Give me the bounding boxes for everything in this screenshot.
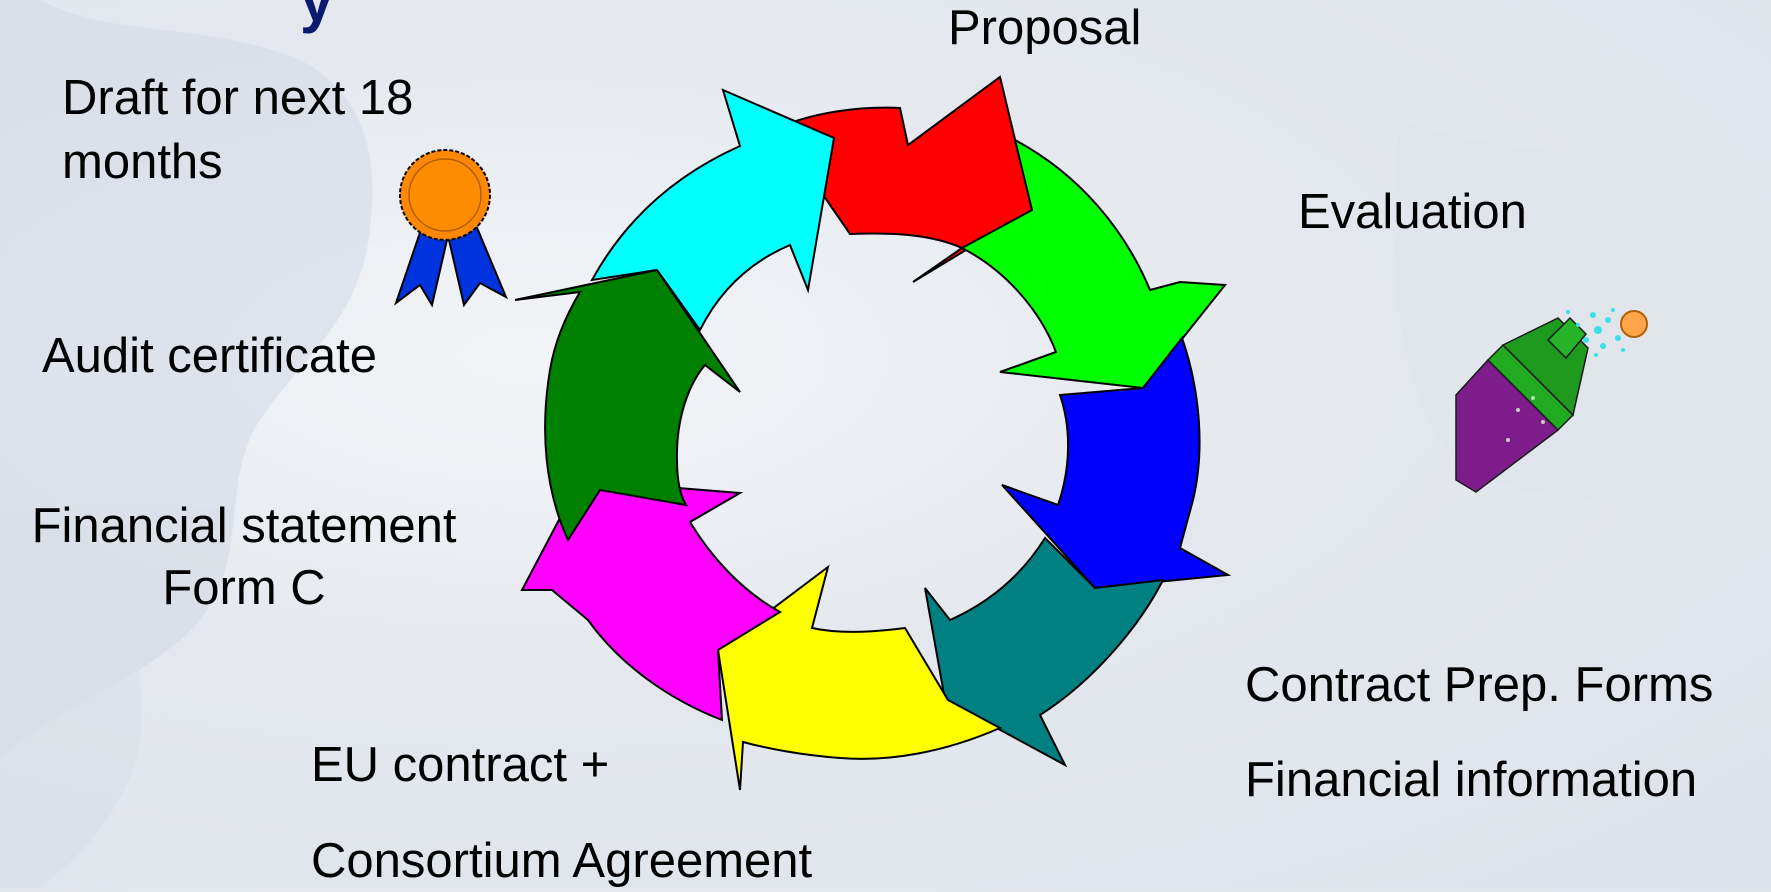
label-financial-statement: Financial statement — [31, 499, 457, 553]
cycle-arrow-consortium — [520, 478, 782, 722]
label-proposal: Proposal — [948, 1, 1142, 55]
champagne-bottle-icon — [1455, 308, 1648, 493]
label-contract-prep: Contract Prep. Forms — [1245, 658, 1714, 712]
label-form-c: Form C — [162, 561, 326, 615]
label-draft: Draft for next 18 — [62, 71, 414, 125]
cycle-arrow-audit — [590, 88, 836, 332]
cycle-arrow-evaluation — [959, 138, 1227, 390]
label-evaluation: Evaluation — [1298, 185, 1527, 239]
cycle-arrow-eu-contract — [716, 564, 1003, 791]
cycle-arrow-financial-statement — [514, 268, 741, 543]
label-consortium: Consortium Agreement — [311, 834, 813, 888]
label-draft-line2: months — [62, 135, 223, 189]
label-financial-info: Financial information — [1245, 753, 1698, 807]
label-audit: Audit certificate — [42, 329, 377, 383]
label-eu-contract: EU contract + — [311, 738, 610, 792]
slide-title-fragment: y — [300, 0, 334, 34]
award-ribbon-icon — [394, 149, 509, 308]
